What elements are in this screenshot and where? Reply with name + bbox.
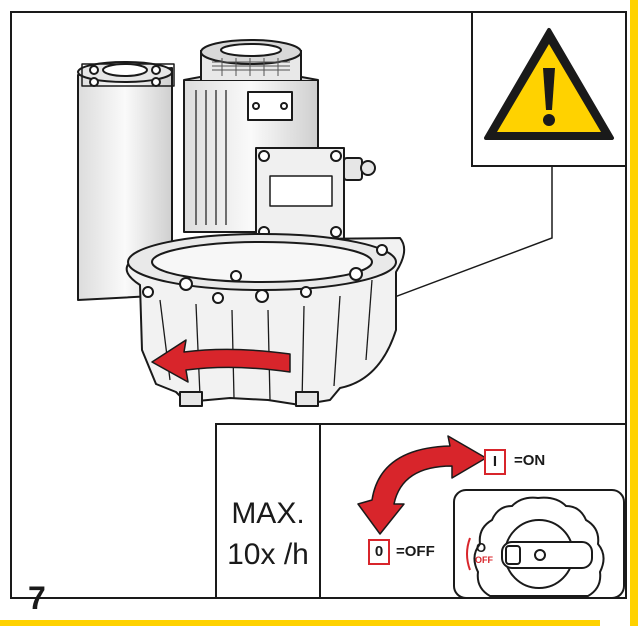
on-label: =ON	[514, 452, 546, 469]
dial-o-label: O	[476, 540, 487, 555]
dial-off-label: OFF	[475, 555, 493, 565]
page-bottom-strip	[0, 620, 600, 626]
max-label: MAX.	[231, 497, 305, 530]
switch-arrow-icon	[357, 435, 487, 535]
page-edge-strip	[630, 0, 638, 626]
rotation-arrow-icon	[151, 339, 291, 383]
on-key-box: I	[484, 449, 506, 475]
switch-handle	[501, 541, 593, 569]
warning-triangle-icon	[484, 28, 614, 140]
rate-label: 10x /h	[227, 538, 309, 571]
off-key-box: 0	[368, 539, 390, 565]
off-label: =OFF	[396, 543, 435, 560]
off-marker	[466, 537, 471, 571]
figure-number: 7	[28, 580, 46, 616]
pump-drawing	[77, 39, 406, 407]
